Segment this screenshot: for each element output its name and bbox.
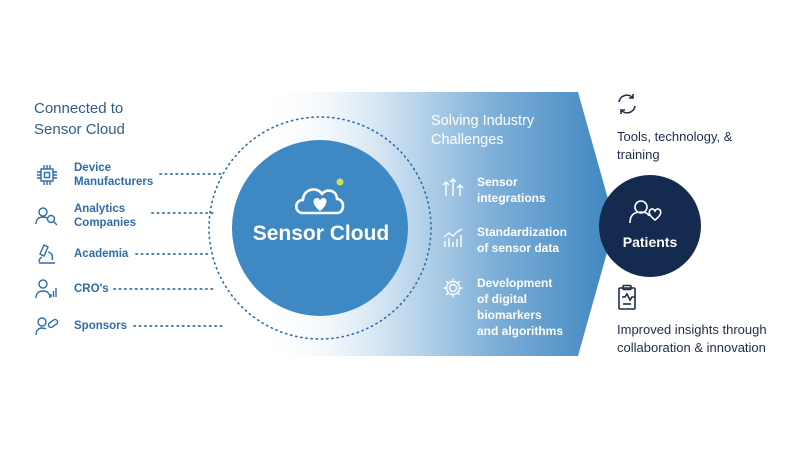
tools-text-line2: training xyxy=(617,147,660,162)
hub-dotted-ring xyxy=(208,116,432,340)
arrows-up-icon xyxy=(440,174,466,200)
challenges-heading-line2: Challenges xyxy=(431,132,504,148)
clipboard-icon xyxy=(615,284,641,317)
challenge-label: biomarkers xyxy=(477,308,542,322)
challenge-label: Sensor xyxy=(477,175,518,189)
left-item-label: Device xyxy=(74,162,112,174)
accent-dot xyxy=(336,178,344,186)
left-item-label: Sponsors xyxy=(74,320,128,332)
sensor-cloud-hub xyxy=(232,140,408,316)
bar-trend-icon xyxy=(440,224,466,250)
patients-circle xyxy=(599,175,701,277)
left-item-label: Companies xyxy=(74,217,136,229)
challenge-label: Development xyxy=(477,276,553,290)
left-item-sponsors: Sponsors xyxy=(34,309,127,343)
patients-label: Patients xyxy=(622,234,678,250)
tools-text-line1: Tools, technology, & xyxy=(617,129,733,144)
challenge-label: of sensor data xyxy=(477,241,560,255)
user-search-icon xyxy=(34,203,60,229)
refresh-icon xyxy=(614,91,640,122)
hub-label: Sensor Cloud xyxy=(252,222,390,245)
challenge-label: of digital xyxy=(477,292,527,306)
challenge-label: and algorithms xyxy=(477,324,564,338)
user-pill-icon xyxy=(34,313,60,339)
left-item-device-manufacturers: Device Manufacturers xyxy=(34,158,153,192)
left-item-label: CRO's xyxy=(74,283,109,295)
insights-text-line1: Improved insights through xyxy=(617,322,767,337)
cloud-heart-icon xyxy=(294,178,345,215)
challenge-label: Standardization xyxy=(477,225,568,239)
challenges-heading-line1: Solving Industry xyxy=(431,113,535,129)
user-chart-icon xyxy=(34,276,60,302)
connector-lines xyxy=(113,173,223,327)
challenge-label: integrations xyxy=(477,191,546,205)
left-item-academia: Academia xyxy=(34,237,128,271)
challenges-heading: Solving Industry Challenges xyxy=(431,112,581,150)
insights-text: Improved insights through collaboration … xyxy=(617,321,767,357)
tools-text: Tools, technology, & training xyxy=(617,128,732,164)
left-item-label: Analytics xyxy=(74,203,126,215)
challenge-sensor-integrations: Sensor integrations xyxy=(440,174,546,206)
left-item-cros: CRO's xyxy=(34,272,109,306)
left-item-label: Manufacturers xyxy=(74,176,154,188)
microscope-icon xyxy=(34,241,60,267)
insights-text-line2: collaboration & innovation xyxy=(617,340,766,355)
challenge-development: Development of digital biomarkers and al… xyxy=(440,275,563,339)
chip-icon xyxy=(34,162,60,188)
connected-heading: Connected to Sensor Cloud xyxy=(34,98,184,140)
challenge-standardization: Standardization of sensor data xyxy=(440,224,567,256)
connected-heading-line2: Sensor Cloud xyxy=(34,121,125,138)
left-item-analytics-companies: Analytics Companies xyxy=(34,199,136,233)
gear-icon xyxy=(440,275,466,301)
connected-heading-line1: Connected to xyxy=(34,100,124,117)
left-item-label: Academia xyxy=(74,248,129,260)
patient-heart-icon xyxy=(629,200,662,224)
